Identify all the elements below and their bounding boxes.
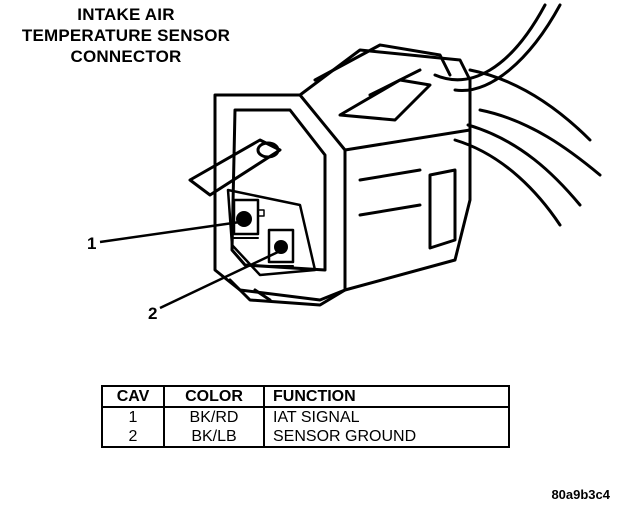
- header-cav: CAV: [101, 385, 165, 408]
- table-header-row: CAV COLOR FUNCTION: [101, 385, 510, 408]
- table-row: 2 BK/LB SENSOR GROUND: [101, 427, 510, 448]
- cell-function: IAT SIGNAL: [263, 407, 510, 427]
- cell-function: SENSOR GROUND: [263, 427, 510, 448]
- callout-label-2: 2: [148, 304, 158, 323]
- title-line-1: INTAKE AIR: [77, 5, 175, 24]
- callout-label-1: 1: [87, 234, 97, 253]
- wire-harness: [433, 3, 602, 227]
- terminal-face: [226, 188, 317, 277]
- pinout-table: CAV COLOR FUNCTION 1 BK/RD IAT SIGNAL 2 …: [101, 385, 510, 448]
- cell-cav: 1: [101, 407, 165, 427]
- cell-cav: 2: [101, 427, 165, 448]
- terminal-pin-2: [274, 240, 288, 254]
- leader-line-1: [99, 220, 241, 244]
- cell-color: BK/RD: [163, 407, 265, 427]
- header-color: COLOR: [163, 385, 265, 408]
- leader-line-2: [159, 250, 279, 310]
- terminal-pin-1: [236, 211, 252, 227]
- title-line-2: TEMPERATURE SENSOR: [21, 26, 231, 45]
- table-row: 1 BK/RD IAT SIGNAL: [101, 407, 510, 427]
- header-function: FUNCTION: [263, 385, 510, 408]
- title-line-3: CONNECTOR: [70, 47, 182, 66]
- cell-color: BK/LB: [163, 427, 265, 448]
- figure-id: 80a9b3c4: [551, 487, 610, 502]
- connector-body: [188, 43, 472, 307]
- diagram-title: INTAKE AIR TEMPERATURE SENSOR CONNECTOR: [0, 4, 252, 67]
